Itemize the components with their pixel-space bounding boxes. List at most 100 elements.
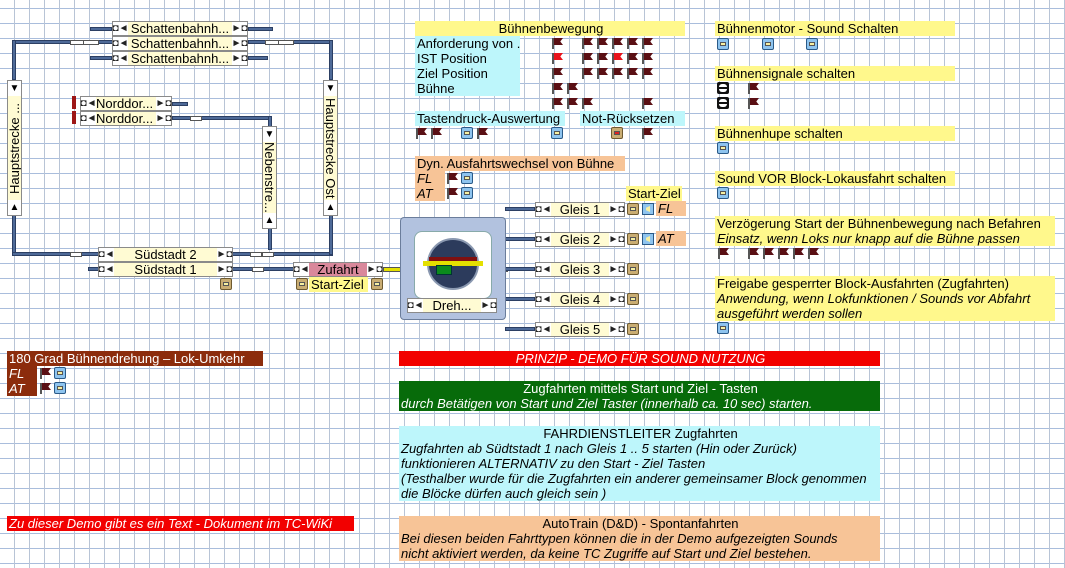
flag-icon[interactable] bbox=[581, 67, 593, 79]
block-hauptstrecke-west[interactable]: ▼ Hauptstrecke ... ▲ bbox=[7, 80, 22, 216]
flag-icon[interactable] bbox=[596, 37, 608, 49]
turnout[interactable] bbox=[252, 267, 264, 272]
block-norddorf-2[interactable]: ◘◄ Norddor... ►◘ bbox=[80, 111, 172, 126]
block-entry-icon: ◘◄ bbox=[535, 233, 552, 246]
flag-icon[interactable] bbox=[476, 127, 488, 139]
sound-icon[interactable] bbox=[642, 233, 654, 245]
flag-icon[interactable] bbox=[551, 37, 563, 49]
block-hauptstrecke-ost[interactable]: ▼ Hauptstrecke Ost ▲ bbox=[323, 80, 338, 216]
signal-icon[interactable] bbox=[717, 97, 729, 109]
freigabe-note-1: Anwendung, wenn Lokfunktionen / Sounds v… bbox=[715, 291, 1055, 306]
flag-icon[interactable] bbox=[641, 97, 653, 109]
block-gleis-1[interactable]: ◘◄ Gleis 1 ►◘ bbox=[535, 202, 625, 217]
track-segment bbox=[12, 40, 16, 80]
turnout[interactable] bbox=[190, 116, 202, 121]
flag-icon[interactable] bbox=[762, 247, 774, 259]
flag-icon[interactable] bbox=[39, 382, 51, 394]
start-ziel-button-gleis-5[interactable] bbox=[627, 323, 639, 335]
start-ziel-button[interactable] bbox=[371, 278, 383, 290]
flag-icon[interactable] bbox=[626, 52, 638, 64]
switch-button[interactable] bbox=[461, 172, 473, 184]
flag-icon[interactable] bbox=[39, 367, 51, 379]
turnout[interactable] bbox=[262, 252, 274, 257]
flag-icon[interactable] bbox=[596, 52, 608, 64]
flag-icon[interactable] bbox=[626, 37, 638, 49]
flag-icon[interactable] bbox=[626, 67, 638, 79]
start-ziel-button-gleis-2[interactable] bbox=[627, 233, 639, 245]
block-suedstadt-2[interactable]: ◘◄ Südstadt 2 ►◘ bbox=[98, 247, 233, 262]
motor-sound-button[interactable] bbox=[717, 38, 729, 50]
motor-sound-button[interactable] bbox=[806, 38, 818, 50]
flag-icon-active[interactable] bbox=[611, 52, 623, 64]
start-ziel-button-suedstadt[interactable] bbox=[220, 278, 232, 290]
flag-icon[interactable] bbox=[641, 127, 653, 139]
block-suedstadt-1[interactable]: ◘◄ Südstadt 1 ►◘ bbox=[98, 262, 233, 277]
flag-icon[interactable] bbox=[415, 127, 427, 139]
flag-icon-active[interactable] bbox=[551, 52, 563, 64]
block-gleis-5[interactable]: ◘◄ Gleis 5 ►◘ bbox=[535, 322, 625, 337]
sound-icon[interactable] bbox=[642, 203, 654, 215]
turnout[interactable] bbox=[70, 252, 82, 257]
flag-icon[interactable] bbox=[611, 67, 623, 79]
block-gleis-2[interactable]: ◘◄ Gleis 2 ►◘ bbox=[535, 232, 625, 247]
flag-icon[interactable] bbox=[566, 82, 578, 94]
start-ziel-button-gleis-1[interactable] bbox=[627, 203, 639, 215]
block-schattenbahnhof-3[interactable]: ◘◄ Schattenbahnh... ►◘ bbox=[112, 51, 248, 66]
flag-icon[interactable] bbox=[747, 97, 759, 109]
block-gleis-3[interactable]: ◘◄ Gleis 3 ►◘ bbox=[535, 262, 625, 277]
flag-icon[interactable] bbox=[596, 67, 608, 79]
flag-icon[interactable] bbox=[581, 52, 593, 64]
flag-icon[interactable] bbox=[777, 247, 789, 259]
turnout[interactable] bbox=[278, 40, 294, 45]
flag-icon[interactable] bbox=[641, 67, 653, 79]
block-schattenbahnhof-1[interactable]: ◘◄ Schattenbahnh... ►◘ bbox=[112, 21, 248, 36]
switch-button[interactable] bbox=[551, 127, 563, 139]
flag-icon[interactable] bbox=[430, 127, 442, 139]
flag-icon[interactable] bbox=[581, 97, 593, 109]
flag-icon[interactable] bbox=[581, 37, 593, 49]
block-label: Hauptstrecke Ost bbox=[324, 96, 337, 200]
flag-icon[interactable] bbox=[551, 97, 563, 109]
signal-icon[interactable] bbox=[717, 82, 729, 94]
flag-icon[interactable] bbox=[717, 247, 729, 259]
turntable-panel[interactable]: ◘◄ Dreh... ►◘ bbox=[400, 217, 506, 320]
flag-icon[interactable] bbox=[747, 247, 759, 259]
flag-icon[interactable] bbox=[807, 247, 819, 259]
block-schattenbahnhof-2[interactable]: ◘◄ Schattenbahnh... ►◘ bbox=[112, 36, 248, 51]
flag-icon[interactable] bbox=[551, 67, 563, 79]
hupe-button[interactable] bbox=[717, 142, 729, 154]
switch-button[interactable] bbox=[54, 382, 66, 394]
start-ziel-button[interactable] bbox=[296, 278, 308, 290]
flag-icon[interactable] bbox=[747, 82, 759, 94]
flag-icon[interactable] bbox=[566, 97, 578, 109]
flag-icon[interactable] bbox=[446, 187, 458, 199]
freigabe-button[interactable] bbox=[717, 322, 729, 334]
block-entry-icon: ◘◄ bbox=[407, 299, 424, 312]
switch-button[interactable] bbox=[54, 367, 66, 379]
track-segment bbox=[505, 237, 535, 241]
flag-icon[interactable] bbox=[446, 172, 458, 184]
sound-vor-button[interactable] bbox=[717, 187, 729, 199]
not-ruecksetzen-label: Not-Rücksetzen bbox=[580, 111, 685, 126]
block-entry-icon: ◘◄ bbox=[112, 37, 129, 50]
block-drehscheibe[interactable]: ◘◄ Dreh... ►◘ bbox=[407, 298, 497, 313]
block-entry-icon: ◘◄ bbox=[112, 22, 129, 35]
block-norddorf-1[interactable]: ◘◄ Norddor... ►◘ bbox=[80, 96, 172, 111]
flag-icon[interactable] bbox=[551, 82, 563, 94]
reset-button[interactable] bbox=[611, 127, 623, 139]
flag-icon[interactable] bbox=[641, 52, 653, 64]
motor-sound-button[interactable] bbox=[762, 38, 774, 50]
flag-icon[interactable] bbox=[611, 37, 623, 49]
start-ziel-button-gleis-3[interactable] bbox=[627, 263, 639, 275]
turnout[interactable] bbox=[250, 252, 262, 257]
flag-icon[interactable] bbox=[792, 247, 804, 259]
switch-button[interactable] bbox=[461, 127, 473, 139]
block-zufahrt[interactable]: ◘◄ Zufahrt ►◘ bbox=[293, 262, 383, 277]
turnout[interactable] bbox=[83, 40, 99, 45]
start-ziel-button-gleis-4[interactable] bbox=[627, 293, 639, 305]
block-nebenstrecke[interactable]: ▼ Nebenstre... ▲ bbox=[262, 126, 277, 229]
flag-icon[interactable] bbox=[641, 37, 653, 49]
row-label-buehne: Bühne bbox=[415, 81, 520, 96]
switch-button[interactable] bbox=[461, 187, 473, 199]
block-gleis-4[interactable]: ◘◄ Gleis 4 ►◘ bbox=[535, 292, 625, 307]
